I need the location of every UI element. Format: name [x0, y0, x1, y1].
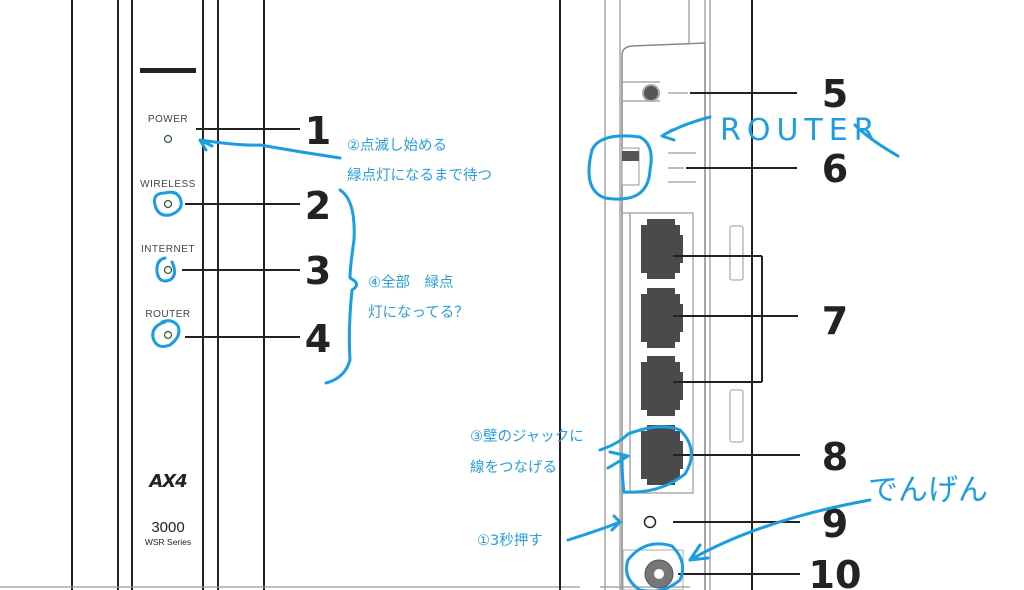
- led-wireless: WIRELESS 2: [140, 179, 331, 228]
- series-name: WSR Series: [145, 537, 191, 547]
- led-internet: INTERNET 3: [141, 244, 331, 293]
- router-handwritten-label: ROUTER: [720, 113, 881, 148]
- wan-port: [641, 425, 683, 485]
- callout-1: 1: [305, 109, 331, 153]
- ax4-logo: AX4: [147, 471, 187, 492]
- note-3-line1: ③壁のジャックに: [470, 428, 584, 445]
- note-1: ①3秒押す: [477, 532, 543, 549]
- led-label-wireless: WIRELESS: [140, 179, 196, 190]
- led-router: ROUTER 4: [145, 309, 331, 361]
- note-4-line2: 灯になってる？: [368, 304, 469, 321]
- left-device-frame: [0, 0, 580, 590]
- button-icon: [642, 84, 660, 102]
- note-2-line2: 緑点灯になるまで待つ: [347, 167, 492, 184]
- led-label-internet: INTERNET: [141, 244, 195, 255]
- callout-5: 5: [822, 72, 848, 116]
- model-number: 3000: [151, 519, 184, 536]
- power-led-icon: [163, 134, 173, 144]
- router-led-icon: [163, 330, 173, 340]
- front-slot: [140, 68, 196, 73]
- lan-port: [641, 356, 683, 416]
- callout-3: 3: [305, 249, 331, 293]
- right-device-frame: [559, 0, 753, 590]
- lan-port: [641, 219, 683, 279]
- note-3-line2: 線をつなげる: [470, 459, 557, 476]
- power-handwritten-label: でんげん: [868, 473, 988, 508]
- note-2-line1: ②点滅し始める: [347, 137, 447, 154]
- callout-8: 8: [822, 435, 848, 479]
- lan-ports: [641, 219, 683, 485]
- lan-port: [641, 288, 683, 348]
- callout-7-bracket: [673, 255, 798, 383]
- internet-led-icon: [163, 265, 173, 275]
- led-power: POWER 1: [148, 109, 331, 153]
- led-label-power: POWER: [148, 114, 188, 125]
- callout-7: 7: [822, 299, 848, 343]
- callout-2: 2: [305, 184, 331, 228]
- callout-6: 6: [822, 147, 848, 191]
- led-label-router: ROUTER: [145, 309, 190, 320]
- init-button-icon: [643, 515, 657, 529]
- wireless-led-icon: [163, 199, 173, 209]
- callout-10: 10: [809, 553, 862, 590]
- callout-4: 4: [305, 317, 331, 361]
- handwritten-annotations: ROUTER でんげん: [151, 113, 988, 590]
- note-4-line1: ④全部 緑点: [368, 273, 454, 291]
